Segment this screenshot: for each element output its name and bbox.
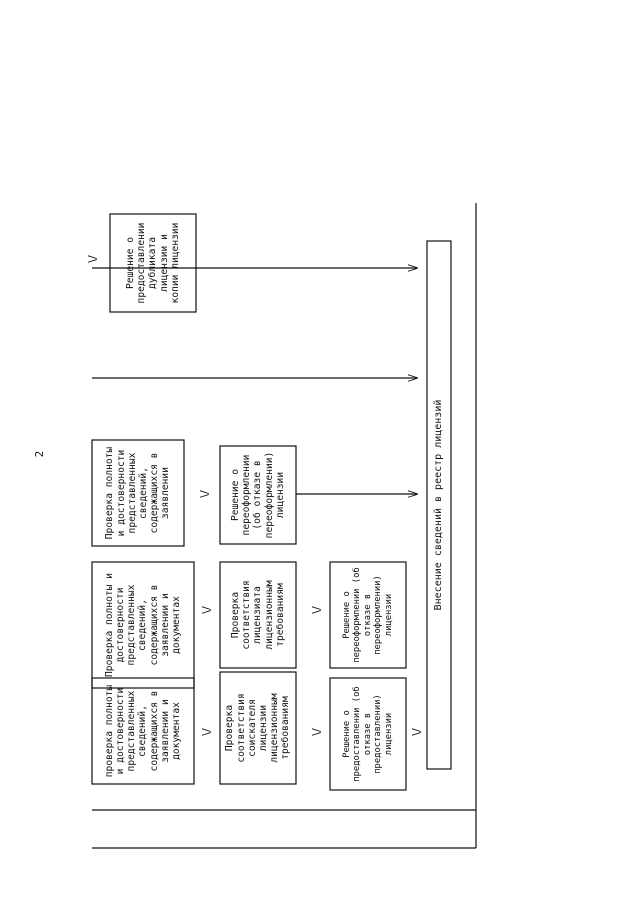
box-check-col3-r1-text: Проверка полноты и достоверности предста… [104,446,172,540]
arrow-icon: \/ [86,255,99,263]
registry-box-text: Внесение сведений в реестр лицензий [433,399,445,611]
box-duplicate-decision-text: Решение о предоставлении дубликата лицен… [124,222,181,304]
box-check-col2-r1: Проверка полноты и достоверности предста… [92,562,194,688]
arrow-icon: \/ [310,728,323,736]
box-decision-col3-r2-frame [219,445,297,545]
box-check-col1-r2-frame [219,671,297,785]
box-check-col2-r2-text: Проверка соответствия лицензиата лицензи… [229,580,286,650]
box-decision-col2-r3-frame [329,561,407,669]
box-check-col3-r1-frame [91,439,185,547]
box-check-col2-r2: Проверка соответствия лицензиата лицензи… [220,562,296,668]
box-decision-col1-r3-text: Решение о предоставлении (об отказе в пр… [341,686,394,782]
box-check-col2-r1-text: Проверка полноты и достоверности предста… [103,573,182,677]
arrow-icon: \/ [200,728,213,736]
box-check-col1-r2-text: Проверка соответствия соискателя лицензи… [224,693,292,763]
arrow-icon: \/ [406,264,419,272]
box-decision-col3-r2-text: Решение о переоформлении (об отказе в пе… [229,451,286,539]
arrow-icon: \/ [200,606,213,614]
box-check-col2-r1-frame [91,561,195,689]
arrow-icon: \/ [406,374,419,382]
registry-box: Внесение сведений в реестр лицензий [427,241,451,769]
box-check-col1-r2: Проверка соответствия соискателя лицензи… [220,672,296,784]
box-check-col1-r1-text: проверка полноты и достоверности предста… [103,684,182,778]
arrow-icon: \/ [410,728,423,736]
box-check-col1-r1-frame [91,677,195,785]
box-duplicate-frame [109,213,197,313]
arrow-icon: \/ [310,606,323,614]
box-check-col2-r2-frame [219,561,297,669]
arrow-icon: \/ [198,490,211,498]
box-check-col3-r1: Проверка полноты и достоверности предста… [92,440,184,546]
arrow-icon: \/ [406,490,419,498]
box-decision-col1-r3-frame [329,677,407,791]
box-decision-col2-r3: Решение о переоформлении (об отказе в пе… [330,562,406,668]
box-duplicate-decision: Решение о предоставлении дубликата лицен… [110,214,196,312]
box-check-col1-r1: проверка полноты и достоверности предста… [92,678,194,784]
box-decision-col1-r3: Решение о предоставлении (об отказе в пр… [330,678,406,790]
registry-box-frame [426,240,452,770]
box-decision-col2-r3-text: Решение о переоформлении (об отказе в пе… [341,567,394,663]
box-decision-col3-r2: Решение о переоформлении (об отказе в пе… [220,446,296,544]
